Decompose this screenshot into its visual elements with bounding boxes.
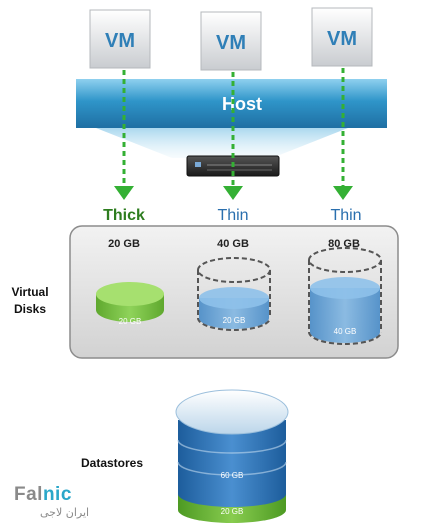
arrow-thick — [114, 70, 134, 200]
falnic-watermark: Falnic ایران لاجی — [14, 484, 124, 524]
watermark-brand-part1: Fal — [14, 484, 43, 505]
datastore-segment-60gb: 60 GB — [221, 471, 244, 480]
thick-disk: 20 GB — [96, 282, 164, 326]
virtual-disks-label-line1: Virtual — [11, 285, 48, 299]
disk-size-thin-1: 40 GB — [217, 238, 249, 250]
thin-disk-1: 20 GB — [197, 257, 271, 331]
thin-disk-2: 40 GB — [308, 247, 382, 345]
vm-label-2: VM — [216, 32, 246, 54]
datastore-segment-20gb: 20 GB — [221, 507, 244, 516]
vm-label-3: VM — [327, 28, 357, 50]
provisioning-label-thin-2: Thin — [330, 207, 361, 224]
provisioning-label-thin-1: Thin — [217, 207, 248, 224]
vm-label-1: VM — [105, 30, 135, 52]
datastore-cylinder: 60 GB 20 GB — [175, 389, 289, 523]
vm-box-3: VM — [311, 7, 373, 67]
arrow-thin-2 — [333, 68, 353, 200]
watermark-brand: Falnic — [14, 484, 72, 506]
thin-disk-2-fill-label: 40 GB — [334, 327, 357, 336]
vm-box-1: VM — [89, 9, 151, 69]
disk-size-thick: 20 GB — [108, 238, 140, 250]
vm-box-2: VM — [200, 11, 262, 71]
thick-disk-fill-label: 20 GB — [119, 317, 142, 326]
disk-size-thin-2: 80 GB — [328, 238, 360, 250]
watermark-brand-part2: nic — [42, 484, 72, 505]
host-light-beam — [96, 128, 348, 158]
virtual-disks-label-line2: Disks — [14, 302, 46, 316]
watermark-subtitle: ایران لاجی — [40, 506, 90, 519]
provisioning-label-thick: Thick — [103, 207, 145, 224]
arrow-thin-1 — [223, 72, 243, 200]
datastores-label: Datastores — [81, 456, 143, 470]
host-label: Host — [222, 94, 262, 114]
thin-disk-1-fill-label: 20 GB — [223, 316, 246, 325]
